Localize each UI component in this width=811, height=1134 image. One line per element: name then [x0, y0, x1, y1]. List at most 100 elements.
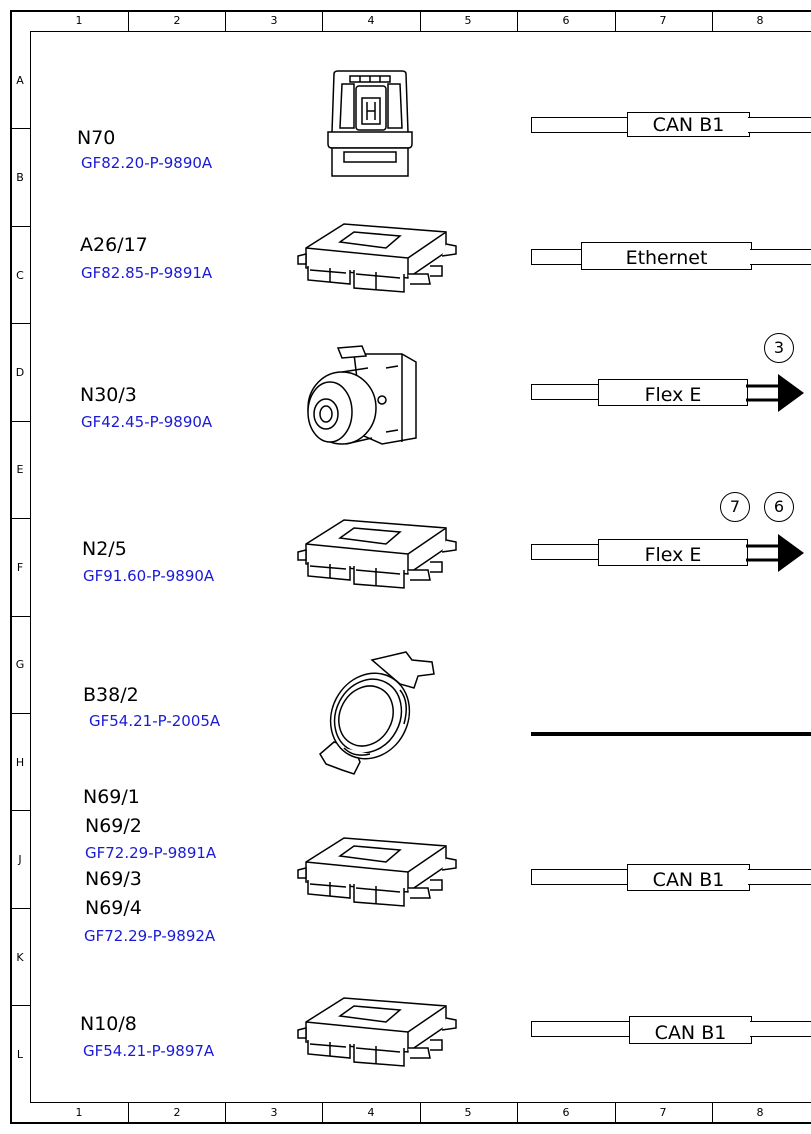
bus-line-stub: [531, 1021, 631, 1037]
control-unit-icon: [297, 223, 457, 293]
bus-continuation-arrow: [746, 534, 804, 572]
grid-tick: [420, 11, 421, 31]
circle-reference-marker[interactable]: 7: [720, 492, 750, 522]
grid-tick: [322, 11, 323, 31]
bus-label-box: CAN B1: [629, 1016, 752, 1044]
bus-label-box: Flex E: [598, 539, 748, 566]
grid-tick: [10, 323, 30, 324]
component-code: N10/8: [80, 1013, 137, 1035]
rain-light-sensor-icon: [319, 651, 435, 775]
grid-tick: [225, 11, 226, 31]
bus-line-stub: [531, 117, 629, 133]
component-code: N70: [77, 127, 116, 149]
circle-reference-marker[interactable]: 3: [764, 333, 794, 363]
row-letter: F: [16, 561, 24, 574]
column-number-top: 1: [75, 14, 83, 27]
bus-label-box: Flex E: [598, 379, 748, 406]
grid-tick: [128, 11, 129, 31]
bus-line-stub: [748, 869, 811, 885]
column-number-bottom: 6: [562, 1106, 570, 1119]
column-number-bottom: 3: [270, 1106, 278, 1119]
grid-tick: [10, 713, 30, 714]
bus-label-box: Ethernet: [581, 242, 752, 270]
grid-tick: [10, 518, 30, 519]
component-reference-link[interactable]: GF72.29-P-9891A: [85, 844, 217, 862]
bus-line-stub: [531, 249, 583, 265]
bus-label-box: CAN B1: [627, 864, 750, 891]
column-number-bottom: 8: [756, 1106, 764, 1119]
bus-line-stub: [750, 249, 811, 265]
grid-tick: [322, 1103, 323, 1123]
component-code: N69/1: [83, 786, 140, 808]
grid-tick: [225, 1103, 226, 1123]
component-code: N69/2: [85, 815, 142, 837]
component-code: N69/3: [85, 868, 142, 890]
column-number-top: 7: [659, 14, 667, 27]
grid-tick: [517, 11, 518, 31]
bus-line-stub: [531, 869, 629, 885]
component-code: N30/3: [80, 384, 137, 406]
grid-tick: [615, 11, 616, 31]
row-letter: B: [16, 171, 24, 184]
component-reference-link[interactable]: GF42.45-P-9890A: [81, 413, 213, 431]
grid-tick: [712, 1103, 713, 1123]
component-reference-link[interactable]: GF91.60-P-9890A: [83, 567, 215, 585]
grid-tick: [420, 1103, 421, 1123]
column-number-bottom: 7: [659, 1106, 667, 1119]
row-letter: C: [16, 269, 24, 282]
component-code: B38/2: [83, 684, 139, 706]
row-letter: L: [16, 1048, 24, 1061]
column-number-bottom: 1: [75, 1106, 83, 1119]
bus-label-box: CAN B1: [627, 112, 750, 137]
column-number-bottom: 2: [173, 1106, 181, 1119]
row-letter: E: [16, 463, 24, 476]
grid-tick: [128, 1103, 129, 1123]
bus-continuation-arrow: [746, 374, 804, 412]
component-reference-link[interactable]: GF72.29-P-9892A: [84, 927, 216, 945]
row-letter: G: [15, 658, 25, 671]
component-code: A26/17: [80, 234, 148, 256]
bus-line-stub: [531, 384, 600, 400]
row-letter: J: [18, 853, 22, 866]
component-code: N69/4: [85, 897, 142, 919]
column-number-top: 3: [270, 14, 278, 27]
column-number-top: 5: [464, 14, 472, 27]
grid-tick: [10, 908, 30, 909]
component-reference-link[interactable]: GF54.21-P-9897A: [83, 1042, 215, 1060]
column-number-bottom: 5: [464, 1106, 472, 1119]
grid-tick: [10, 616, 30, 617]
grid-tick: [615, 1103, 616, 1123]
grid-tick: [517, 1103, 518, 1123]
component-reference-link[interactable]: GF82.85-P-9891A: [81, 264, 213, 282]
grid-tick: [10, 810, 30, 811]
component-code: N2/5: [82, 538, 127, 560]
component-reference-link[interactable]: GF54.21-P-2005A: [89, 712, 221, 730]
grid-tick: [712, 11, 713, 31]
column-number-top: 6: [562, 14, 570, 27]
component-reference-link[interactable]: GF82.20-P-9890A: [81, 154, 213, 172]
column-number-top: 4: [367, 14, 375, 27]
signal-line: [531, 732, 811, 736]
drawing-frame-inner: [30, 31, 811, 1103]
grid-tick: [10, 128, 30, 129]
row-letter: K: [16, 951, 24, 964]
overhead-control-panel-icon: [327, 70, 413, 177]
circle-reference-marker[interactable]: 6: [764, 492, 794, 522]
bus-line-stub: [748, 117, 811, 133]
column-number-top: 8: [756, 14, 764, 27]
row-letter: H: [15, 756, 25, 769]
grid-tick: [10, 226, 30, 227]
abs-pump-icon: [307, 345, 417, 445]
column-number-bottom: 4: [367, 1106, 375, 1119]
bus-line-stub: [750, 1021, 811, 1037]
control-unit-icon: [297, 997, 457, 1067]
grid-tick: [10, 421, 30, 422]
row-letter: A: [16, 74, 24, 87]
control-unit-icon: [297, 519, 457, 589]
bus-line-stub: [531, 544, 600, 560]
drawing-frame-outer: [10, 10, 811, 1124]
row-letter: D: [15, 366, 25, 379]
grid-tick: [10, 1005, 30, 1006]
control-unit-icon: [297, 837, 457, 907]
